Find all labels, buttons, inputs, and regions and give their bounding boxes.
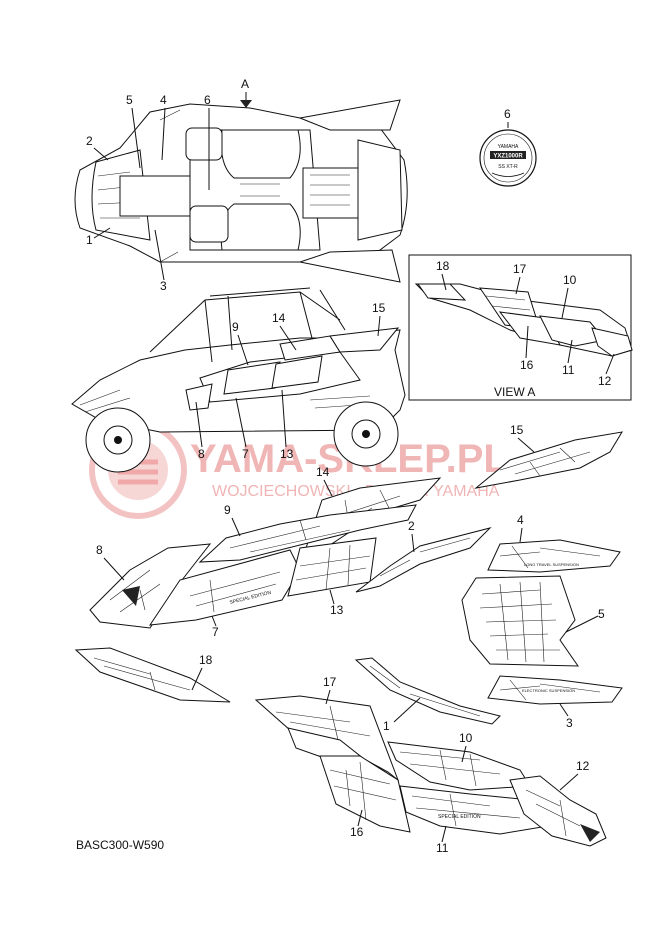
decal-15: 15 [474, 423, 623, 489]
decal-13: 13 [287, 537, 377, 617]
decal-3: ELECTRONIC SUSPENSION 3 [487, 675, 623, 730]
callout-7-side: 7 [242, 447, 249, 461]
decal-5: 5 [461, 575, 605, 667]
callout-7: 7 [212, 625, 219, 639]
callout-18-view: 18 [436, 259, 450, 273]
callout-13: 13 [330, 603, 344, 617]
emblem-model: YXZ1000R [493, 154, 523, 160]
callout-16: 16 [350, 825, 364, 839]
callout-14-side: 14 [272, 311, 286, 325]
callout-9: 9 [224, 503, 231, 517]
decal-8: 8 [89, 543, 212, 629]
callout-6-emblem: 6 [504, 107, 511, 121]
view-arrow: A [240, 77, 252, 108]
top-view-callouts: 2 5 4 6 1 3 [86, 93, 211, 293]
decal-18: 18 [74, 647, 231, 703]
watermark: YAMA-SKLEP.PL WOJCIECHOWSKI - DEALER YAM… [89, 421, 508, 519]
callout-17: 17 [323, 675, 337, 689]
decal-text-3: ELECTRONIC SUSPENSION [522, 688, 575, 693]
side-view-callouts: 9 14 15 8 7 13 [195, 301, 386, 461]
decal-12: 12 [509, 759, 607, 847]
callout-5-top: 5 [126, 93, 133, 107]
callout-11: 11 [436, 841, 449, 855]
callout-4: 4 [517, 513, 524, 527]
callout-18: 18 [199, 653, 213, 667]
callout-1-top: 1 [86, 233, 93, 247]
emblem-sub: SS XT-R [498, 164, 518, 170]
callout-2-top: 2 [86, 134, 93, 148]
callout-14: 14 [316, 465, 330, 479]
callout-6-top: 6 [204, 93, 211, 107]
callout-17-view: 17 [513, 262, 527, 276]
callout-9-side: 9 [232, 320, 239, 334]
emblem-decal: 6 YAMAHA YXZ1000R SS XT-R [479, 107, 537, 187]
vehicle-top-view [74, 99, 408, 283]
decal-10: 10 [387, 731, 531, 791]
callout-11-view: 11 [562, 363, 575, 377]
decal-9: 9 [198, 503, 417, 563]
callout-10: 10 [459, 731, 473, 745]
callout-4-top: 4 [160, 93, 167, 107]
drawing-code: BASC300-W590 [76, 838, 164, 852]
callout-5: 5 [598, 607, 605, 621]
vehicle-side-view [71, 287, 406, 473]
callout-16-view: 16 [520, 358, 534, 372]
callout-12-view: 12 [598, 374, 612, 388]
decal-text-11: SPECIAL EDITION [438, 814, 481, 820]
decal-4: LONG TRAVEL SUSPENSION 4 [487, 513, 621, 573]
decal-1: 1 [354, 657, 501, 733]
callout-15-side: 15 [372, 301, 386, 315]
callout-3-top: 3 [160, 279, 167, 293]
view-a-box: 18 17 10 16 11 12 VIEW A [408, 254, 633, 401]
callout-8-side: 8 [198, 447, 205, 461]
callout-15: 15 [510, 423, 524, 437]
callout-10-view: 10 [563, 273, 577, 287]
decal-2: 2 [355, 519, 492, 593]
decal-text-4: LONG TRAVEL SUSPENSION [524, 562, 579, 567]
callout-3: 3 [566, 716, 573, 730]
decal-16: 16 [319, 755, 411, 839]
callout-12: 12 [576, 759, 590, 773]
callout-8: 8 [96, 543, 103, 557]
view-a-caption: VIEW A [494, 385, 535, 399]
decal-11: SPECIAL EDITION 11 [399, 785, 549, 855]
callout-2: 2 [408, 519, 415, 533]
arrow-label: A [241, 77, 249, 91]
decal-7: SPECIAL EDITION 7 [148, 549, 301, 639]
callout-13-side: 13 [280, 447, 294, 461]
emblem-brand: YAMAHA [498, 144, 519, 150]
callout-1: 1 [383, 719, 390, 733]
